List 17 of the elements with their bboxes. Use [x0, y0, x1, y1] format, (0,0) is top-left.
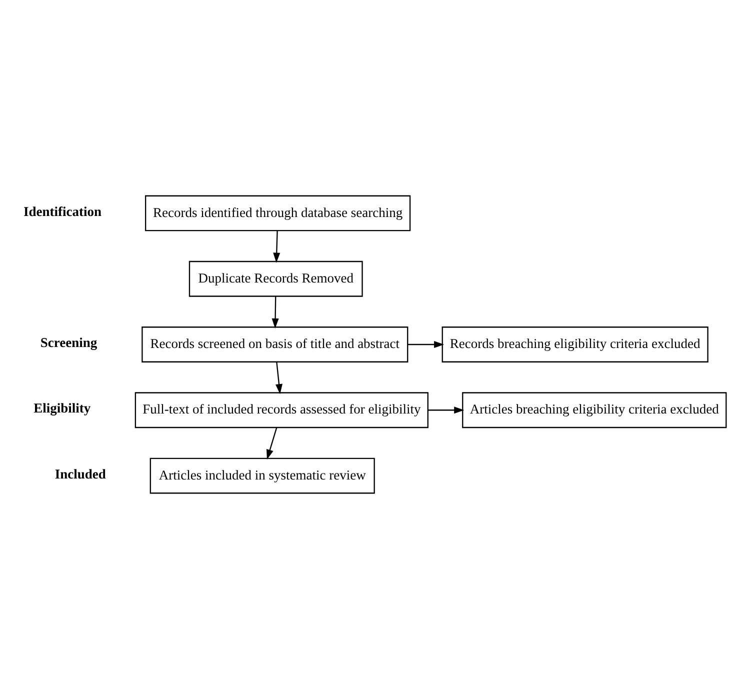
- label: Identification: [23, 203, 102, 218]
- node-box: Records identified through database searching: [145, 194, 411, 231]
- arrow: [266, 427, 278, 460]
- node-box: Records screened on basis of title and abstract: [142, 326, 408, 362]
- node-box: Full-text of included records assessed for eligibility: [134, 392, 428, 428]
- node-box: Duplicate Records Removed: [188, 260, 363, 296]
- node-box: Records breaching eligibility criteria excluded: [442, 326, 708, 362]
- arrow: [408, 340, 444, 348]
- label: Eligibility: [34, 400, 91, 416]
- arrow: [276, 362, 282, 394]
- node-box: Articles breaching eligibility criteria excluded: [462, 392, 727, 428]
- arrow: [428, 406, 464, 414]
- node-box: Articles included in systematic review: [150, 457, 375, 494]
- arrow: [273, 230, 280, 262]
- label: Included: [54, 466, 106, 481]
- label: Screening: [40, 334, 98, 350]
- arrow: [272, 296, 279, 328]
